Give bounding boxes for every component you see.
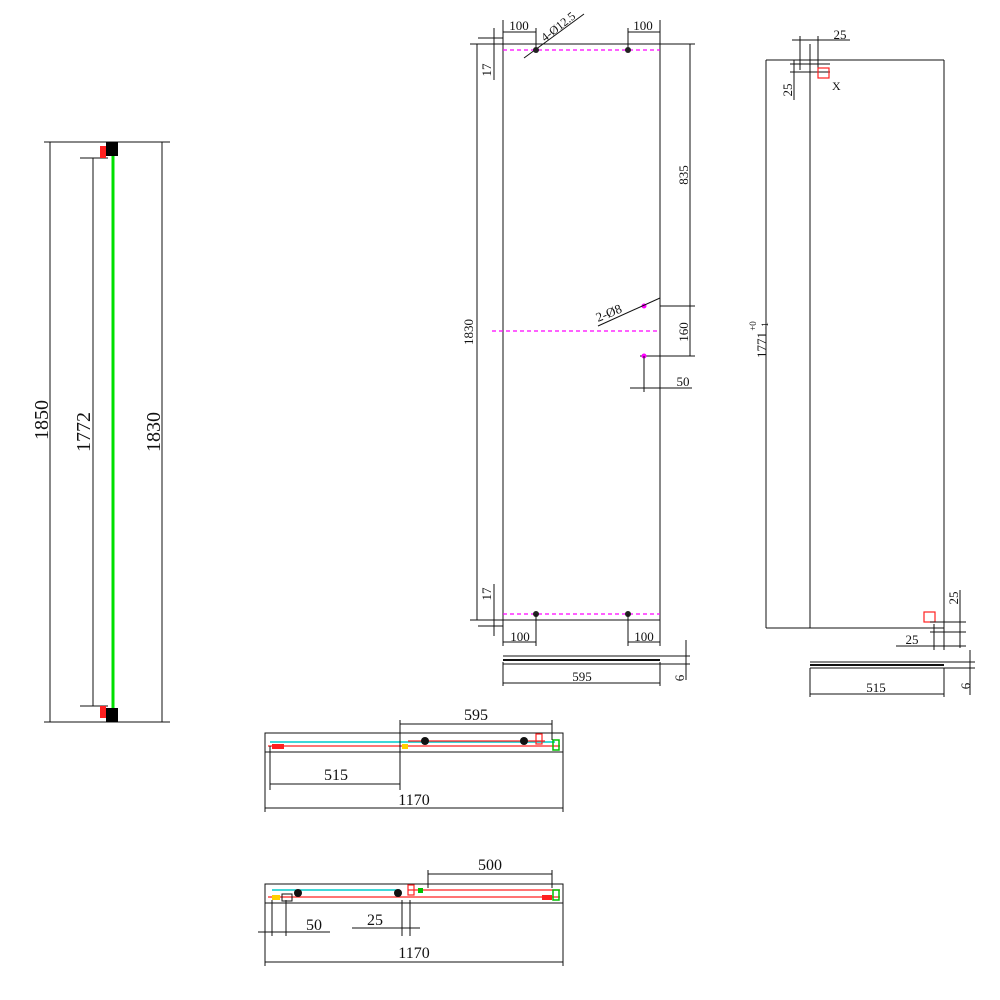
roller-icon [394, 889, 402, 897]
end-fitting-icon [542, 895, 552, 900]
wall-profile-icon [552, 739, 560, 751]
dim-closed-left: 50 [306, 917, 322, 934]
dim-fixed-width: 515 [866, 680, 886, 695]
dim-open-fixed: 515 [324, 767, 348, 784]
top-fitting-icon [100, 142, 118, 158]
plan-view-closed: 500 50 25 1170 [258, 857, 564, 966]
dim-edge-top: 17 [479, 63, 494, 77]
mount-hole-icon [625, 47, 631, 53]
hole-spec-top: 4-Ø12.5 [538, 9, 578, 44]
dim-fixed-height-tol-upper: +0 [748, 321, 758, 331]
roller-icon [520, 737, 528, 745]
dim-fixed-bottom-corner: 25 [906, 632, 919, 647]
dim-top-left-offset: 100 [509, 18, 529, 33]
dim-edge-bottom: 17 [479, 587, 494, 601]
dim-fixed-left-corner: 25 [780, 84, 795, 97]
dim-mid: 160 [676, 322, 691, 342]
dim-bottom-right-offset: 100 [634, 629, 654, 644]
end-fitting-icon [272, 744, 284, 749]
dim-closed-gap: 25 [367, 912, 383, 929]
guide-icon [272, 895, 280, 900]
dim-fixed-thickness: 6 [958, 682, 973, 689]
plan-view-open: 595 515 1170 [264, 707, 564, 812]
dim-total-label: 1850 [31, 400, 53, 440]
guide-icon [402, 744, 408, 749]
side-view: 1850 1772 1830 [31, 141, 170, 723]
dim-open-total: 1170 [398, 792, 429, 809]
dim-panel-height: 1830 [461, 319, 476, 345]
dim-open-door: 595 [464, 707, 488, 724]
dim-panel-width: 595 [572, 669, 592, 684]
dim-bottom-left-offset: 100 [510, 629, 530, 644]
dim-thickness: 6 [672, 674, 687, 681]
roller-icon [294, 889, 302, 897]
dim-fixed-height-tol-lower: -1 [760, 322, 770, 330]
dim-glass-label: 1772 [73, 412, 95, 452]
dim-panel-label: 1830 [143, 412, 165, 452]
dim-closed-total: 1170 [398, 945, 429, 962]
wall-profile-icon [552, 889, 560, 901]
stopper-icon [535, 733, 543, 745]
fixed-panel-view: 25 25 X 1771 +0 -1 25 25 6 515 [748, 27, 975, 697]
roller-icon [421, 737, 429, 745]
end-fitting-icon [281, 893, 293, 902]
dim-edge-right: 50 [677, 374, 690, 389]
dim-upper: 835 [676, 165, 691, 185]
front-panel-view: 100 100 4-Ø12.5 17 1830 835 160 2-Ø8 50 [461, 9, 695, 686]
stopper-icon [407, 884, 415, 896]
dim-closed-opening: 500 [478, 857, 502, 874]
mount-hole-icon [533, 47, 539, 53]
corner-cut-marker-icon [923, 611, 936, 623]
dim-fixed-bottom-right-corner: 25 [946, 592, 961, 605]
dim-top-right-offset: 100 [633, 18, 653, 33]
bottom-fitting-icon [100, 706, 118, 722]
corner-mark: X [832, 79, 841, 93]
corner-cut-marker-icon [817, 67, 830, 79]
dim-fixed-top-corner: 25 [834, 27, 847, 42]
seal-icon [418, 888, 423, 893]
dim-fixed-height: 1771 [754, 332, 769, 358]
